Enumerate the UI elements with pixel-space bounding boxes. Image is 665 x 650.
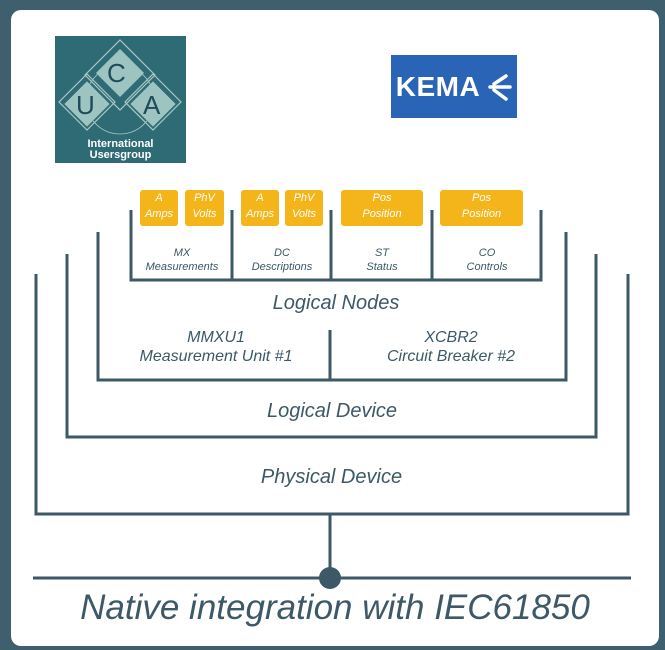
diagram-card: C U A International Usersgroup KEMA A Am… — [11, 10, 659, 646]
ucaiug-letter-c: C — [107, 58, 126, 88]
logical-nodes-label: Logical Nodes — [272, 292, 400, 314]
chip-position-1-label: Position — [362, 208, 402, 220]
logical-device-bracket — [96, 232, 568, 382]
chip-volts-2: PhV Volts — [285, 190, 323, 226]
node-co-code: CO — [478, 247, 496, 259]
unit-xcbr2-desc: Circuit Breaker #2 — [386, 348, 516, 365]
chip-position-2: Pos Position — [440, 190, 523, 226]
chip-volts-1: PhV Volts — [185, 190, 224, 226]
chip-amps-2-code: A — [256, 192, 264, 204]
tagline: Native integration with IEC61850 — [80, 588, 590, 627]
ucaiug-logo: C U A International Usersgroup — [55, 36, 186, 163]
chip-amps-1-code: A — [155, 192, 163, 204]
node-mx-desc: Measurements — [145, 261, 219, 273]
ucaiug-caption-line2: Usersgroup — [89, 149, 152, 161]
chip-position-2-code: Pos — [472, 192, 491, 204]
outer-bracket — [34, 274, 630, 516]
ucaiug-logo-graphic — [58, 39, 182, 135]
ucaiug-letter-a: A — [143, 90, 161, 120]
node-dc-desc: Descriptions — [251, 261, 313, 273]
bracket-frame — [33, 210, 631, 589]
chip-volts-1-code: PhV — [194, 192, 215, 204]
chip-amps-2-label: Amps — [245, 208, 275, 220]
chip-volts-2-code: PhV — [293, 192, 315, 204]
chip-volts-1-label: Volts — [192, 208, 217, 220]
ucaiug-letter-u: U — [76, 90, 95, 120]
bus-node-dot — [319, 567, 341, 589]
node-co-desc: Controls — [466, 261, 508, 273]
chip-volts-2-label: Volts — [291, 208, 317, 220]
unit-xcbr2-code: XCBR2 — [424, 329, 478, 346]
kema-mark-icon — [488, 73, 512, 101]
ucaiug-caption-line1: International — [87, 138, 154, 150]
kema-logo-text: KEMA — [395, 70, 481, 102]
chip-position-1-code: Pos — [372, 192, 392, 204]
unit-mmxu1-desc: Measurement Unit #1 — [139, 348, 293, 365]
node-dc-code: DC — [274, 247, 290, 259]
unit-mmxu1-code: MMXU1 — [187, 329, 245, 346]
chip-amps-1-label: Amps — [144, 208, 174, 220]
node-st-code: ST — [374, 247, 390, 259]
chip-amps-2: A Amps — [241, 190, 279, 226]
node-st-desc: Status — [366, 261, 398, 273]
logical-device-label: Logical Device — [266, 400, 398, 422]
node-mx-code: MX — [173, 247, 191, 259]
physical-device-bracket — [65, 254, 598, 439]
logical-nodes-bracket — [129, 210, 543, 282]
chip-position-2-label: Position — [461, 208, 502, 220]
chip-position-1: Pos Position — [341, 190, 423, 226]
chip-amps-1: A Amps — [140, 190, 178, 226]
physical-device-label: Physical Device — [260, 466, 403, 488]
kema-logo: KEMA — [391, 55, 517, 118]
